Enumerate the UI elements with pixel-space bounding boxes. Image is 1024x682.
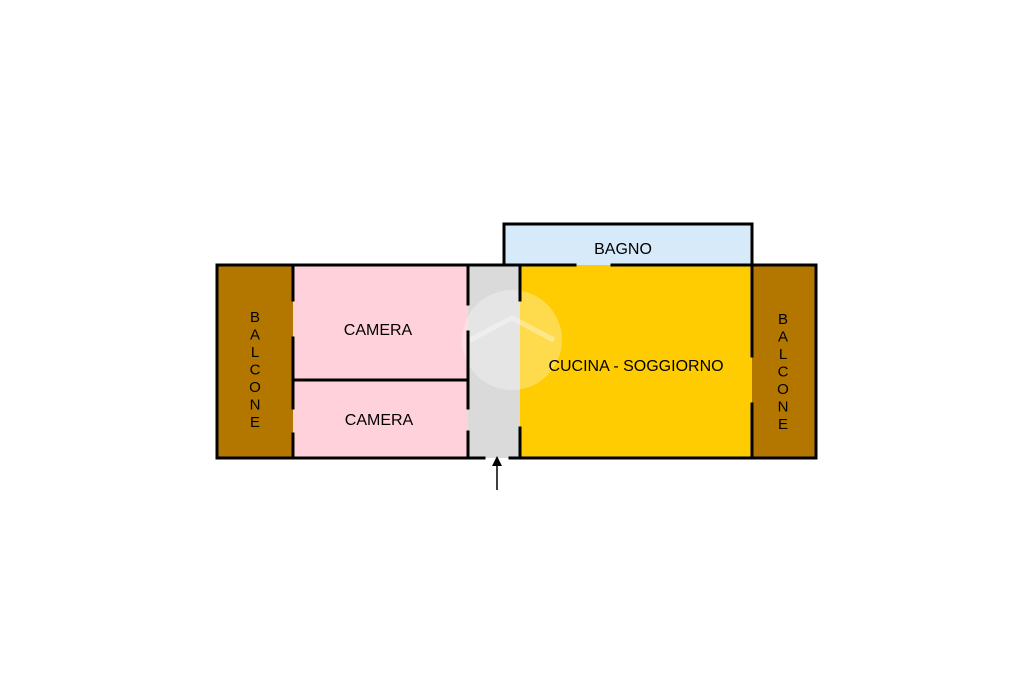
watermark-house-icon: [468, 315, 556, 343]
camera-top: [293, 265, 468, 380]
balcone-left: [217, 265, 293, 458]
cucina-soggiorno-label: CUCINA - SOGGIORNO: [548, 358, 723, 375]
bagno-label: BAGNO: [594, 241, 652, 258]
camera-bottom: [293, 380, 468, 458]
bagno: [504, 224, 752, 265]
corridor: [468, 265, 520, 458]
camera-top-label: CAMERA: [344, 322, 413, 339]
balcone-right: [752, 265, 816, 458]
watermark-logo: [462, 290, 562, 390]
entrance-arrow-icon: [492, 456, 502, 490]
camera-bottom-label: CAMERA: [345, 412, 414, 429]
walls: [215, 222, 818, 460]
cucina-soggiorno: [520, 265, 752, 458]
